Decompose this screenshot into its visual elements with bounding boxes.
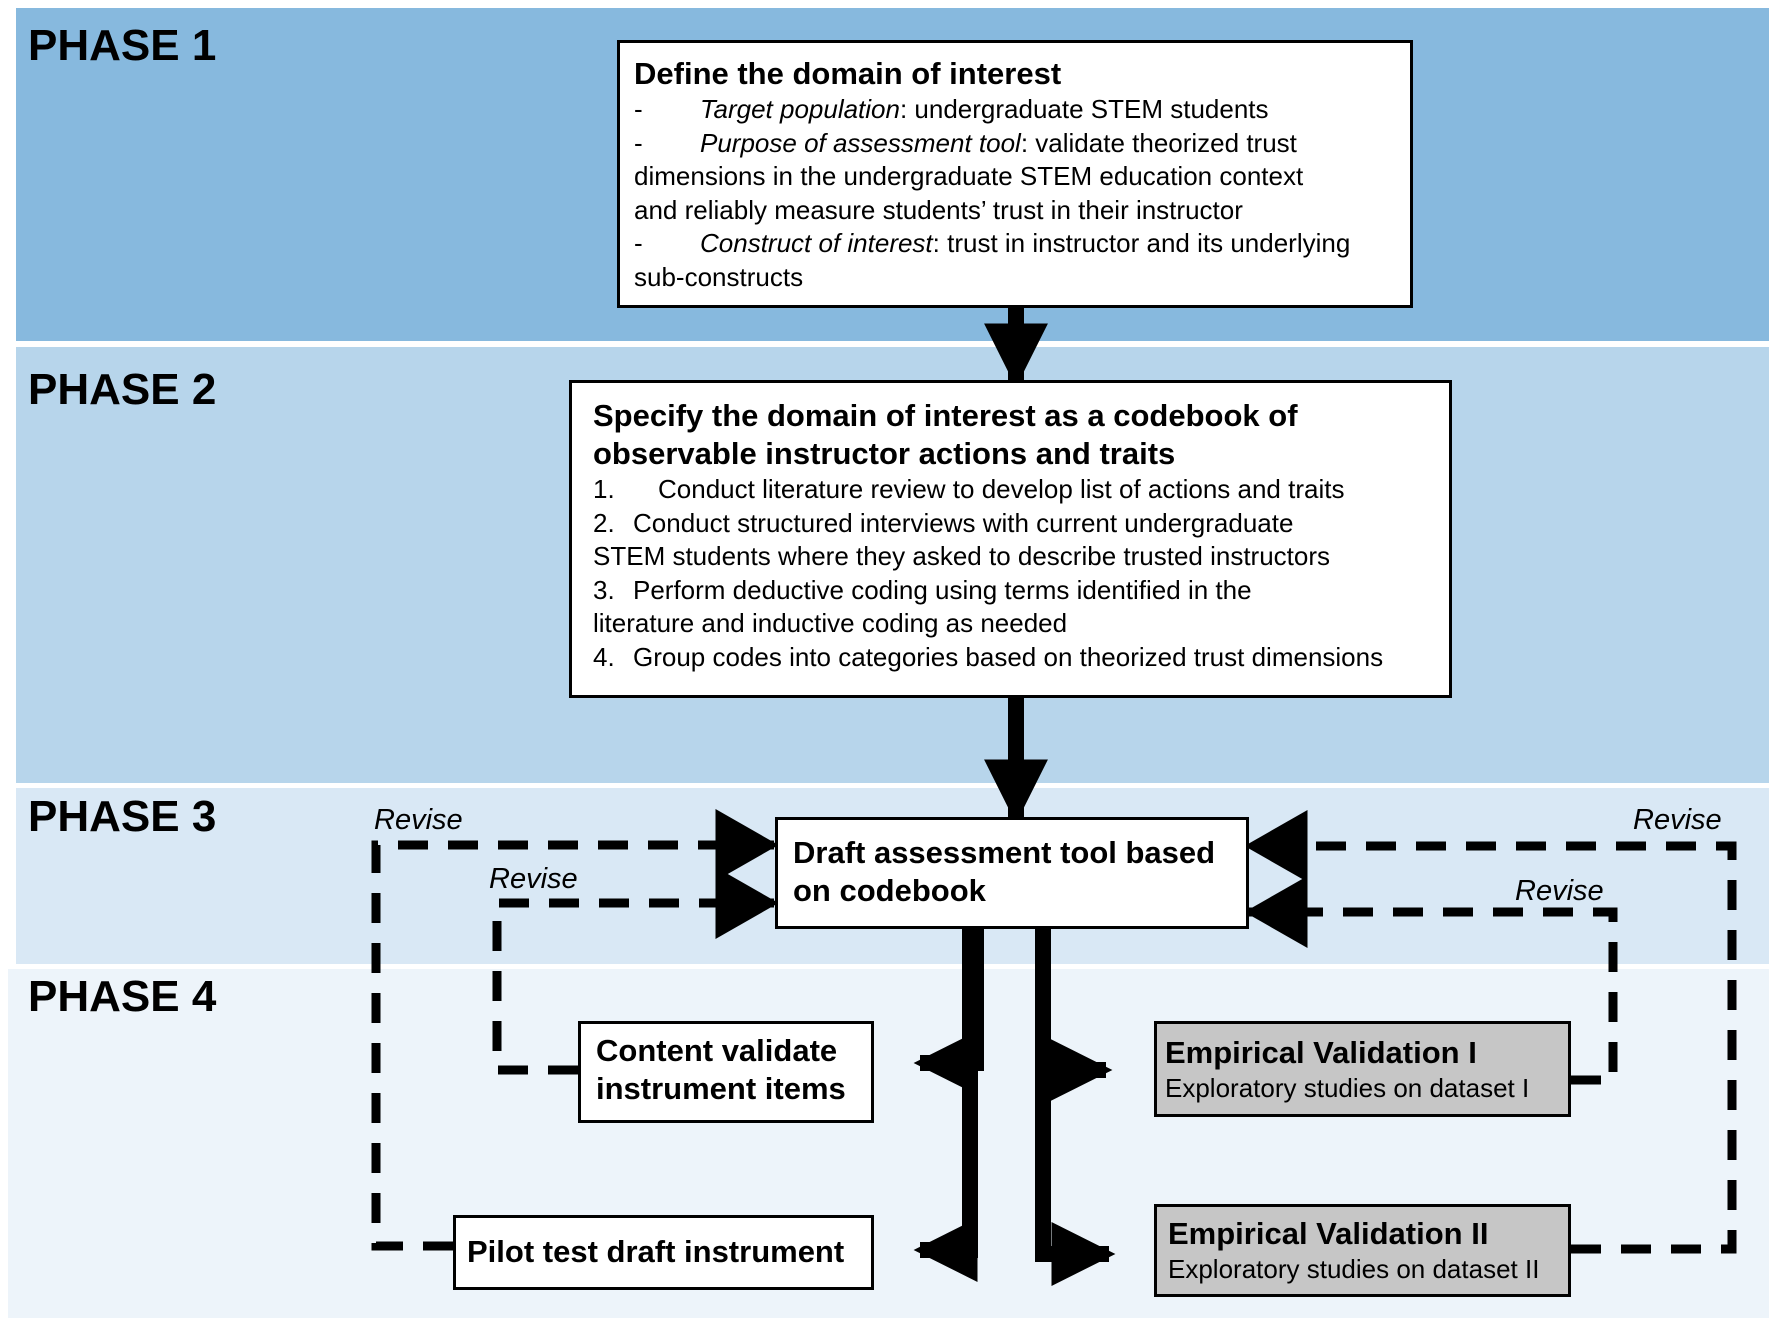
draft-assessment-box: Draft assessment tool based on codebook <box>775 817 1249 929</box>
phase-3-label: PHASE 3 <box>28 792 217 841</box>
phase-2-label: PHASE 2 <box>28 365 217 414</box>
define-domain-box: Define the domain of interest -Target po… <box>617 40 1413 308</box>
box1-item-construct-cont: sub-constructs <box>634 261 804 292</box>
codebook-step: 2.Conduct structured interviews with cur… <box>593 507 1294 538</box>
empirical-validation-1-title: Empirical Validation I <box>1165 1035 1477 1070</box>
phase-1-label: PHASE 1 <box>28 21 217 70</box>
specify-codebook-box: Specify the domain of interest as a code… <box>569 380 1452 698</box>
empirical-validation-1-box: Empirical Validation I Exploratory studi… <box>1154 1021 1571 1117</box>
empirical-validation-2-box: Empirical Validation II Exploratory stud… <box>1154 1204 1571 1297</box>
revise-loop-content <box>492 867 779 1075</box>
content-validate-title-line-2: instrument items <box>596 1071 846 1106</box>
revise-loop-pilot <box>371 809 779 1251</box>
box1-item-target: -Target population: undergraduate STEM s… <box>634 94 1269 124</box>
arrow-to-empirical-validation-1 <box>1035 925 1113 1102</box>
specify-codebook-title-line-2: observable instructor actions and traits <box>593 436 1176 471</box>
codebook-step: literature and inductive coding as neede… <box>593 608 1068 638</box>
revise-label-empirical-1: Revise <box>1515 875 1604 907</box>
box1-item-purpose: -Purpose of assessment tool: validate th… <box>634 127 1297 158</box>
empirical-validation-2-title: Empirical Validation II <box>1168 1216 1489 1251</box>
pilot-test-box: Pilot test draft instrument <box>453 1215 874 1290</box>
pilot-test-title: Pilot test draft instrument <box>467 1234 845 1269</box>
box1-item-purpose-cont: dimensions in the undergraduate STEM edu… <box>634 161 1304 191</box>
revise-loop-empirical-1 <box>1244 876 1618 1085</box>
arrow-to-empirical-validation-2 <box>1035 925 1116 1286</box>
arrow-to-pilot-test <box>913 925 978 1282</box>
draft-assessment-title-line-2: on codebook <box>793 873 986 908</box>
box1-item-construct: -Construct of interest: trust in instruc… <box>634 228 1351 258</box>
codebook-step: STEM students where they asked to descri… <box>593 541 1331 571</box>
revise-label-pilot: Revise <box>374 804 463 836</box>
phase-4-label: PHASE 4 <box>28 972 217 1021</box>
codebook-step: 3.Perform deductive coding using terms i… <box>593 574 1252 605</box>
specify-codebook-title-line-1: Specify the domain of interest as a code… <box>593 398 1298 433</box>
content-validate-box: Content validate instrument items <box>578 1021 874 1123</box>
empirical-validation-2-subtitle: Exploratory studies on dataset II <box>1168 1254 1540 1284</box>
box1-item-purpose-cont: and reliably measure students’ trust in … <box>634 194 1243 225</box>
define-domain-title: Define the domain of interest <box>634 56 1062 91</box>
revise-label-empirical-2: Revise <box>1633 804 1722 836</box>
codebook-step: 4.Group codes into categories based on t… <box>593 641 1384 672</box>
draft-assessment-title-line-1: Draft assessment tool based <box>793 835 1216 870</box>
revise-label-content: Revise <box>489 863 578 895</box>
content-validate-title-line-1: Content validate <box>596 1033 838 1068</box>
codebook-step: 1.Conduct literature review to develop l… <box>593 474 1345 504</box>
revise-loop-empirical-2 <box>1244 810 1737 1254</box>
empirical-validation-1-subtitle: Exploratory studies on dataset I <box>1165 1073 1530 1103</box>
